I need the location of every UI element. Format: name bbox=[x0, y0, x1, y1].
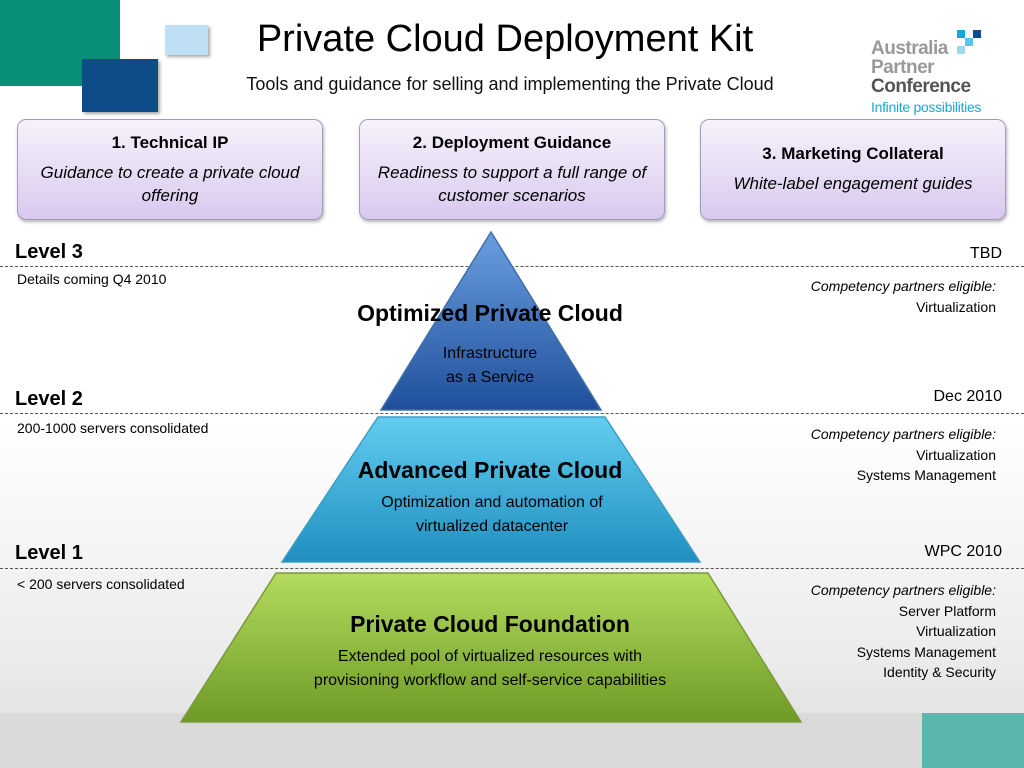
eligibility-heading: Competency partners eligible: bbox=[810, 426, 996, 442]
box-title: 2. Deployment Guidance bbox=[412, 132, 612, 152]
eligible-competency: Virtualization bbox=[916, 623, 996, 639]
logo-pixel-icon bbox=[957, 30, 965, 38]
eligible-competency: Systems Management bbox=[856, 643, 996, 660]
level-1-detail: < 200 servers consolidated bbox=[17, 576, 185, 592]
eligible-competency: Systems Management bbox=[856, 467, 996, 483]
level-1-label: Level 1 bbox=[15, 542, 83, 564]
conference-logo: Australia Partner Conference Infinite po… bbox=[871, 30, 1011, 116]
marketing-collateral-box: 3. Marketing Collateral White-label enga… bbox=[700, 119, 1006, 220]
level-3-date: TBD bbox=[970, 245, 1002, 262]
decor-bottom-right-square bbox=[922, 713, 1024, 768]
eligibility-heading: Competency partners eligible: bbox=[810, 582, 996, 598]
logo-pixel-icon bbox=[957, 46, 965, 54]
tier-top-line-2: as a Service bbox=[445, 369, 535, 386]
logo-line-1: Australia bbox=[871, 38, 948, 59]
level-1-date: WPC 2010 bbox=[924, 543, 1002, 560]
level-3-label: Level 3 bbox=[15, 241, 83, 263]
box-title: 1. Technical IP bbox=[111, 132, 229, 152]
eligible-competency: Virtualization bbox=[916, 298, 996, 315]
level-3-eligibility: Competency partners eligible: Virtualiza… bbox=[811, 276, 996, 317]
tier-bottom-title: Private Cloud Foundation bbox=[350, 611, 630, 637]
pyramid-tier-bottom bbox=[179, 572, 803, 723]
pyramid-tier-middle bbox=[280, 416, 702, 563]
level-2-date: Dec 2010 bbox=[933, 388, 1003, 405]
tier-middle-line-2: virtualized datacenter bbox=[415, 518, 569, 535]
page-title: Private Cloud Deployment Kit bbox=[256, 18, 754, 60]
page-subtitle: Tools and guidance for selling and imple… bbox=[246, 74, 774, 94]
pyramid-tier-top bbox=[379, 230, 603, 411]
tier-top-line-1: Infrastructure bbox=[442, 345, 538, 362]
eligible-competency: Server Platform bbox=[898, 602, 996, 619]
technical-ip-box: 1. Technical IP Guidance to create a pri… bbox=[17, 119, 323, 220]
logo-line-3: Conference bbox=[871, 76, 971, 97]
deployment-guidance-box: 2. Deployment Guidance Readiness to supp… bbox=[359, 119, 665, 220]
decor-light-blue-square bbox=[165, 25, 208, 55]
box-description: White-label engagement guides bbox=[733, 174, 973, 193]
tier-bottom-line-2: provisioning workflow and self-service c… bbox=[313, 672, 667, 689]
logo-pixel-icon bbox=[965, 38, 973, 46]
eligible-competency: Identity & Security bbox=[883, 664, 996, 680]
box-description: Guidance to create a private cloud offer… bbox=[40, 162, 300, 205]
tier-middle-title: Advanced Private Cloud bbox=[357, 457, 623, 483]
eligible-competency: Virtualization bbox=[916, 446, 996, 463]
level-2-eligibility: Competency partners eligible: Virtualiza… bbox=[811, 424, 996, 486]
box-description: Readiness to support a full range of cus… bbox=[377, 162, 647, 205]
logo-line-2: Partner bbox=[871, 57, 935, 78]
tier-top-title: Optimized Private Cloud bbox=[357, 300, 623, 326]
decor-navy-square bbox=[82, 59, 158, 112]
logo-tagline: Infinite possibilities bbox=[871, 99, 982, 115]
tier-middle-line-1: Optimization and automation of bbox=[381, 494, 603, 511]
level-2-label: Level 2 bbox=[15, 388, 83, 410]
level-1-eligibility: Competency partners eligible: Server Pla… bbox=[811, 580, 996, 683]
level-2-detail: 200-1000 servers consolidated bbox=[17, 420, 209, 436]
level-2-separator bbox=[0, 413, 1024, 414]
logo-pixel-icon bbox=[973, 30, 981, 38]
box-title: 3. Marketing Collateral bbox=[762, 144, 944, 163]
eligibility-heading: Competency partners eligible: bbox=[810, 278, 996, 294]
tier-bottom-line-1: Extended pool of virtualized resources w… bbox=[337, 648, 643, 665]
level-1-separator bbox=[0, 568, 1024, 569]
level-3-detail: Details coming Q4 2010 bbox=[17, 271, 167, 287]
